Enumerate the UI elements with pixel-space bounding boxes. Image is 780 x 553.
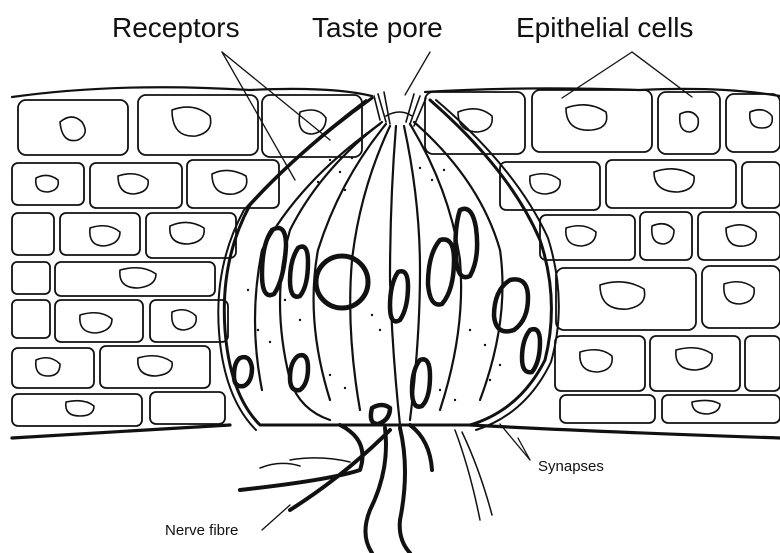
taste-pore-microvilli [374,92,426,126]
label-epithelial-cells: Epithelial cells [516,12,693,44]
epithelium-basal-edge [12,425,780,438]
label-synapses: Synapses [538,458,604,475]
label-taste-pore: Taste pore [312,12,443,44]
label-receptors: Receptors [112,12,240,44]
label-nerve-fibre: Nerve fibre [165,522,238,539]
nerve-fibres [240,425,432,553]
